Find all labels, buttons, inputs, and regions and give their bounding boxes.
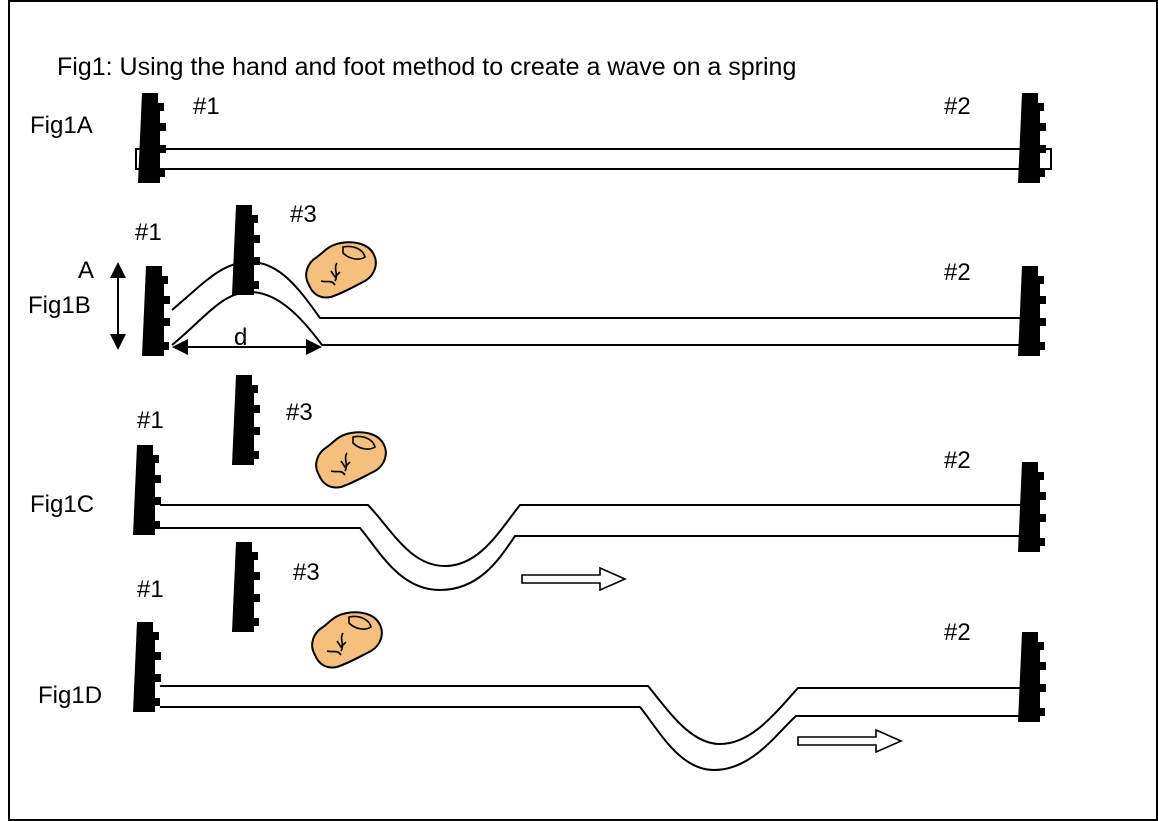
arrowhead [306, 339, 322, 355]
hand-icon [1018, 266, 1046, 356]
figure-title: Fig1: Using the hand and foot method to … [57, 53, 796, 81]
hand-icon [232, 375, 260, 465]
person-2-label: #2 [944, 619, 971, 646]
person-3-label: #3 [290, 201, 317, 228]
spring [171, 260, 1022, 319]
hand-icon [138, 93, 166, 183]
arrowhead [110, 334, 126, 350]
hand-icon [1018, 632, 1046, 722]
person-1-label: #1 [137, 576, 164, 603]
person-3-label: #3 [286, 399, 313, 426]
person-3-label: #3 [293, 559, 320, 586]
person-2-label: #2 [944, 93, 971, 120]
hand-icon [1018, 462, 1046, 552]
right-arrow-icon [521, 566, 627, 592]
foot-icon [315, 431, 387, 489]
spring [160, 527, 1022, 592]
hand-icon [232, 205, 260, 295]
panel-label: Fig1C [30, 491, 94, 518]
width-label: d [234, 324, 247, 351]
person-1-label: #1 [193, 93, 220, 120]
spring [135, 148, 1052, 170]
right-arrow-icon [797, 728, 903, 754]
hand-icon [232, 542, 260, 632]
foot-icon [311, 611, 383, 669]
spring [160, 685, 1022, 746]
panel-label: Fig1A [30, 112, 93, 139]
person-2-label: #2 [944, 447, 971, 474]
panel-fig1c: #1 #3 #2 Fig1C [30, 375, 1046, 592]
amplitude-label: A [78, 257, 94, 284]
hand-icon [133, 622, 161, 712]
panel-label: Fig1B [28, 292, 91, 319]
panel-fig1d: #1 #3 #2 Fig1D [38, 542, 1046, 772]
foot-icon [305, 241, 377, 299]
hand-icon [133, 445, 161, 535]
hand-icon [1018, 93, 1046, 183]
arrowhead [110, 262, 126, 278]
panel-fig1a: Fig1A #1 #2 [30, 93, 1052, 183]
spring [160, 706, 1022, 772]
panel-label: Fig1D [38, 682, 102, 709]
spring [160, 504, 1022, 568]
hand-icon [142, 266, 170, 356]
figure-border [8, 0, 1158, 821]
person-1-label: #1 [137, 407, 164, 434]
arrowhead [172, 339, 188, 355]
person-1-label: #1 [135, 219, 162, 246]
panel-fig1b: #1 #3 #2 A Fig1B d [28, 201, 1046, 356]
person-2-label: #2 [944, 259, 971, 286]
